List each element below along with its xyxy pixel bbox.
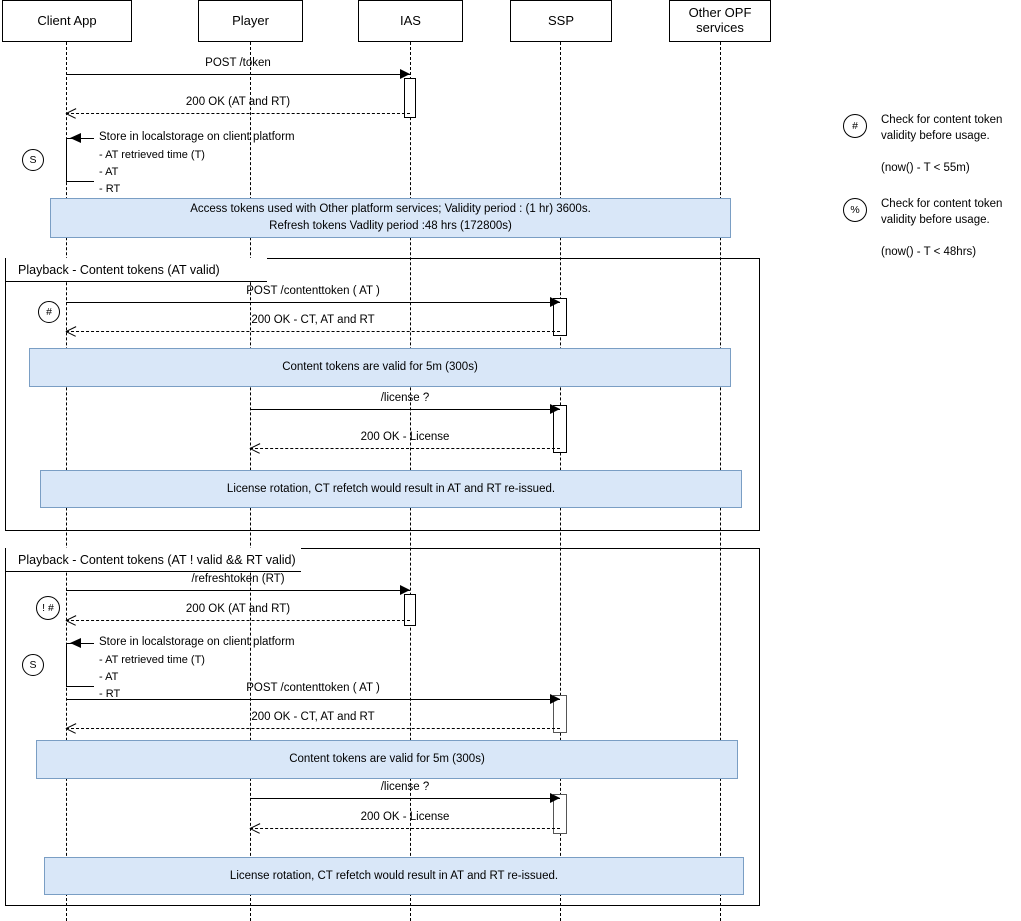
note-banner-1: Access tokens used with Other platform s… (50, 198, 731, 238)
note-text: Access tokens used with Other platform s… (190, 203, 591, 232)
arrow-head-m7 (400, 585, 410, 595)
activation-bar-6 (553, 794, 567, 834)
arrow-head-m4 (66, 326, 76, 336)
message-label-m11: /license ? (380, 781, 430, 793)
message-label-m6: 200 OK - License (360, 431, 450, 443)
fragment-2 (5, 548, 760, 906)
note-text: License rotation, CT refetch would resul… (229, 869, 559, 882)
legend-marker-2: % (843, 198, 867, 222)
message-label-m3: POST /contenttoken ( AT ) (246, 285, 380, 297)
arrow-head-m11 (550, 793, 560, 803)
arrow-head-m10 (66, 723, 76, 733)
message-label-m1: POST /token (205, 57, 271, 69)
message-label-m4: 200 OK - CT, AT and RT (251, 314, 375, 326)
arrow-head-m3 (550, 297, 560, 307)
self-message-title: Store in localstorage on client platform (99, 636, 295, 648)
fragment-label-corner-1 (267, 258, 287, 282)
legend-line-1: Check for content token (881, 114, 1003, 126)
participant-ias[interactable]: IAS (358, 0, 463, 42)
fragment-label-box-2: Playback - Content tokens (AT ! valid &&… (5, 548, 301, 572)
participant-label: SSP (547, 12, 574, 28)
participant-client-app[interactable]: Client App (2, 0, 132, 42)
participant-label: IAS (400, 12, 421, 28)
self-message-marker-2: S (22, 654, 44, 676)
arrow-head-m9 (550, 694, 560, 704)
fragment-label: Playback - Content tokens (AT valid) (18, 262, 220, 277)
arrow-head-m12 (250, 823, 260, 833)
self-message-arrow-1 (70, 133, 81, 143)
message-line-m5 (250, 409, 560, 410)
participant-label: Client App (37, 12, 97, 28)
legend-entry-2: Check for content token validity before u… (881, 197, 1002, 261)
participant-label: Other OPF services (688, 5, 752, 35)
activation-bar-4 (404, 594, 416, 626)
note-text: Content tokens are valid for 5m (300s) (289, 753, 485, 766)
participant-other-opf-services[interactable]: Other OPF services (669, 0, 771, 42)
note-banner-5: License rotation, CT refetch would resul… (44, 857, 744, 895)
arrow-head-m1 (400, 69, 410, 79)
note-banner-4: Content tokens are valid for 5m (300s) (36, 740, 738, 779)
message-line-m6 (250, 448, 560, 449)
message-line-m1 (66, 74, 410, 75)
message-label-m10: 200 OK - CT, AT and RT (251, 711, 375, 723)
legend-entry-1: Check for content token validity before u… (881, 113, 1002, 177)
self-message-item: - AT (99, 670, 119, 683)
self-message-title: Store in localstorage on client platform (99, 131, 295, 143)
fragment-label: Playback - Content tokens (AT ! valid &&… (18, 552, 296, 567)
participant-label: Player (232, 12, 269, 28)
activation-bar-3 (553, 405, 567, 453)
message-line-m10 (66, 728, 560, 729)
participant-ssp[interactable]: SSP (510, 0, 612, 42)
note-text: License rotation, CT refetch would resul… (226, 482, 556, 495)
legend-line-1: Check for content token (881, 198, 1003, 210)
self-message-text-1: Store in localstorage on client platform… (99, 129, 295, 198)
legend-formula: (now() - T < 48hrs) (881, 246, 977, 259)
self-message-arrow-2 (70, 638, 81, 648)
message-line-m7 (66, 590, 410, 591)
legend-marker-1: # (843, 114, 867, 138)
legend-line-2: validity before usage. (881, 213, 990, 226)
message-line-m2 (66, 113, 410, 114)
message-label-m2: 200 OK (AT and RT) (185, 96, 291, 108)
message-line-m3 (66, 302, 560, 303)
self-message-bracket-2 (66, 643, 94, 687)
fragment-label-corner-2 (301, 548, 321, 572)
message-label-m7: /refreshtoken (RT) (191, 573, 285, 585)
condition-marker-1: # (38, 301, 60, 323)
legend-formula: (now() - T < 55m) (881, 162, 970, 175)
participant-player[interactable]: Player (198, 0, 303, 42)
fragment-1 (5, 258, 760, 531)
message-label-m9: POST /contenttoken ( AT ) (246, 682, 380, 694)
note-banner-2: Content tokens are valid for 5m (300s) (29, 348, 731, 387)
note-text: Content tokens are valid for 5m (300s) (282, 361, 478, 374)
self-message-item: - RT (99, 687, 121, 700)
self-message-marker-1: S (22, 149, 44, 171)
arrow-head-m2 (66, 108, 76, 118)
self-message-item: - AT (99, 165, 119, 178)
fragment-label-box-1: Playback - Content tokens (AT valid) (5, 258, 267, 282)
message-line-m11 (250, 798, 560, 799)
self-message-bracket-1 (66, 138, 94, 182)
activation-bar-1 (404, 78, 416, 118)
legend-line-2: validity before usage. (881, 129, 990, 142)
self-message-item: - RT (99, 182, 121, 195)
activation-bar-5 (553, 695, 567, 733)
arrow-head-m6 (250, 443, 260, 453)
self-message-text-2: Store in localstorage on client platform… (99, 634, 295, 703)
message-line-m4 (66, 331, 560, 332)
activation-bar-2 (553, 298, 567, 336)
self-message-item: - AT retrieved time (T) (99, 653, 205, 666)
arrow-head-m8 (66, 615, 76, 625)
message-line-m8 (66, 620, 410, 621)
message-label-m12: 200 OK - License (360, 811, 450, 823)
message-label-m5: /license ? (380, 392, 430, 404)
self-message-item: - AT retrieved time (T) (99, 148, 205, 161)
arrow-head-m5 (550, 404, 560, 414)
message-label-m8: 200 OK (AT and RT) (185, 603, 291, 615)
message-line-m12 (250, 828, 560, 829)
note-banner-3: License rotation, CT refetch would resul… (40, 470, 742, 508)
message-line-m9 (66, 699, 560, 700)
condition-marker-2: ! # (36, 596, 60, 620)
